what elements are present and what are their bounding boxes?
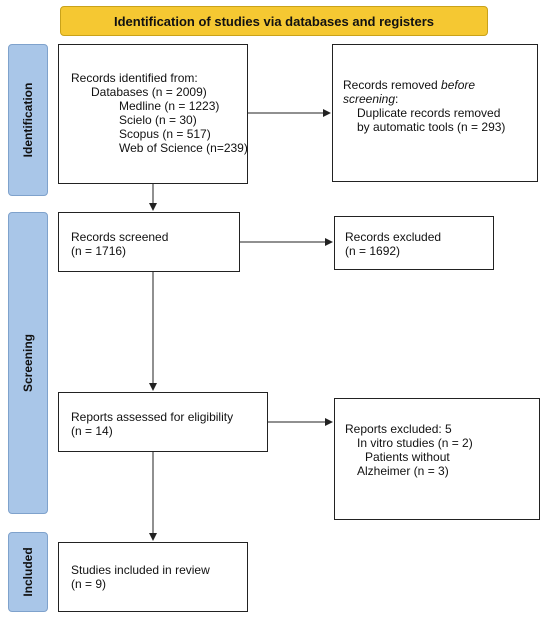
phase-included-label: Included xyxy=(21,547,35,597)
records-excluded-box: Records excluded (n = 1692) xyxy=(334,216,494,270)
reason-patients-without: Patients without xyxy=(365,450,450,464)
diagram-title: Identification of studies via databases … xyxy=(60,6,488,36)
records-removed-heading: Records removed before xyxy=(343,78,537,92)
databases-count: Databases (n = 2009) xyxy=(91,85,207,99)
reason-in-vitro: In vitro studies (n = 2) xyxy=(357,436,473,450)
records-identified-box: Records identified from: Databases (n = … xyxy=(58,44,248,184)
records-removed-heading-colon: : xyxy=(395,92,399,106)
diagram-title-text: Identification of studies via databases … xyxy=(113,13,435,29)
reports-assessed-label: Reports assessed for eligibility xyxy=(71,410,234,424)
records-removed-heading-line2: screening: xyxy=(343,92,537,106)
records-excluded-count: (n = 1692) xyxy=(345,244,401,258)
phase-identification: Identification xyxy=(8,44,48,196)
duplicates-removed-line1: Duplicate records removed xyxy=(357,106,501,120)
source-web-of-science: Web of Science (n=239) xyxy=(119,141,248,155)
records-excluded-label: Records excluded xyxy=(345,230,442,244)
reason-alzheimer: Alzheimer (n = 3) xyxy=(357,464,449,478)
records-identified-heading: Records identified from: xyxy=(71,71,198,85)
source-scopus: Scopus (n = 517) xyxy=(119,127,211,141)
studies-included-count: (n = 9) xyxy=(71,577,107,591)
reports-excluded-box: Reports excluded: 5 In vitro studies (n … xyxy=(334,398,540,520)
source-scielo: Scielo (n = 30) xyxy=(119,113,197,127)
records-removed-heading-prefix: Records removed xyxy=(343,78,442,92)
records-removed-box: Records removed before screening: Duplic… xyxy=(332,44,538,182)
reports-assessed-count: (n = 14) xyxy=(71,424,113,438)
records-screened-count: (n = 1716) xyxy=(71,244,127,258)
phase-screening-label: Screening xyxy=(21,333,35,393)
studies-included-label: Studies included in review xyxy=(71,563,210,577)
reports-excluded-heading: Reports excluded: 5 xyxy=(345,422,452,436)
records-screened-label: Records screened xyxy=(71,230,169,244)
phase-screening: Screening xyxy=(8,212,48,514)
phase-included: Included xyxy=(8,532,48,612)
phase-identification-label: Identification xyxy=(21,82,35,158)
records-screened-box: Records screened (n = 1716) xyxy=(58,212,240,272)
duplicates-removed-line2: by automatic tools (n = 293) xyxy=(357,120,506,134)
source-medline: Medline (n = 1223) xyxy=(119,99,220,113)
studies-included-box: Studies included in review (n = 9) xyxy=(58,542,248,612)
records-removed-heading-screening: screening xyxy=(343,92,396,106)
reports-assessed-box: Reports assessed for eligibility (n = 14… xyxy=(58,392,268,452)
records-removed-heading-emphasis: before xyxy=(441,78,476,92)
